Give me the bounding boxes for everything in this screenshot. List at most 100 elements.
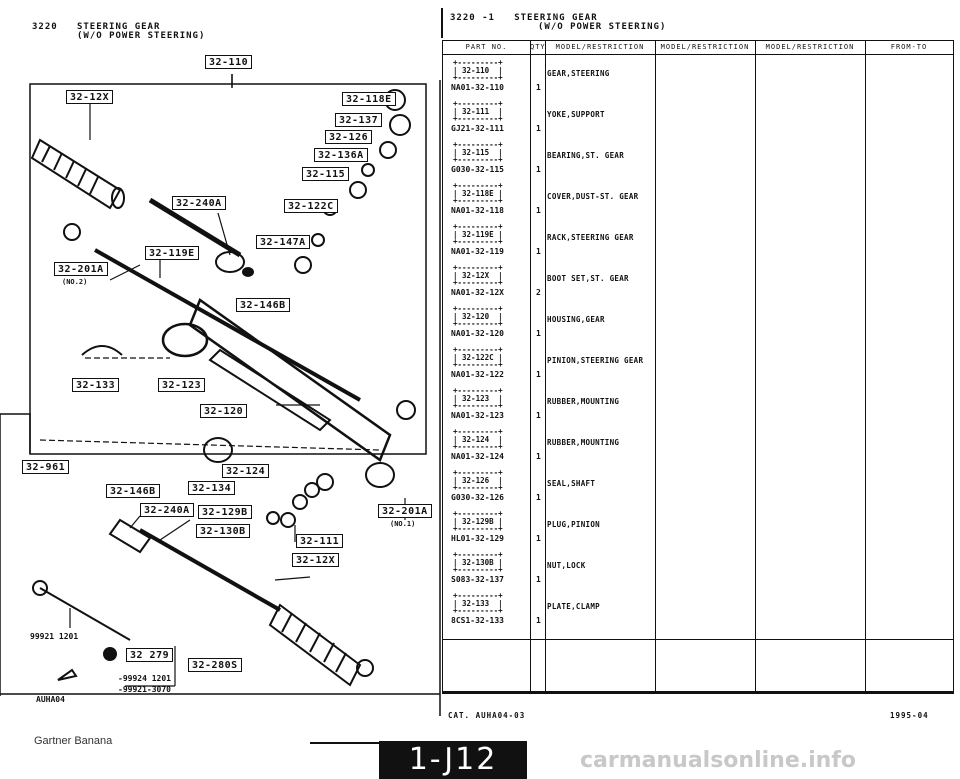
quantity: 1 [536,165,541,174]
header-qty: QTY [530,43,546,51]
callout-32-129b: 32-129B [198,505,252,519]
column-divider [530,41,531,691]
header-model-2: MODEL/RESTRICTION [660,43,750,51]
callout-32-280s: 32-280S [188,658,242,672]
ref-number-box: +---------+ | 32-119E | +---------+ [453,222,503,246]
part-number: G030-32-115 [451,165,504,174]
table-row: +---------+ | 32-118E | +---------+NA01-… [443,182,953,223]
ref-number-box: +---------+ | 32-130B | +---------+ [453,550,503,574]
table-row: +---------+ | 32-111 | +---------+GJ21-3… [443,100,953,141]
callout-32-137: 32-137 [335,113,383,127]
table-row: +---------+ | 32-122C | +---------+NA01-… [443,346,953,387]
part-number: NA01-32-123 [451,411,504,420]
note-no1: (NO.1) [390,520,416,528]
left-header: 3220 STEERING GEAR (W/O POWER STEERING) [32,23,205,41]
callout-32-133: 32-133 [72,378,120,392]
table-row: +---------+ | 32-130B | +---------+S083-… [443,551,953,592]
table-row: +---------+ | 32-119E | +---------+NA01-… [443,223,953,264]
ref-number-box: +---------+ | 32-124 | +---------+ [453,427,503,451]
quantity: 1 [536,247,541,256]
part-number: GJ21-32-111 [451,124,504,133]
quantity: 1 [536,370,541,379]
quantity: 1 [536,83,541,92]
table-row: +---------+ | 32-120 | +---------+NA01-3… [443,305,953,346]
callout-32-201a-left: 32-201A [54,262,108,276]
parts-table: PART NO. QTY MODEL/RESTRICTION MODEL/RES… [442,40,954,692]
ref-number-box: +---------+ | 32-123 | +---------+ [453,386,503,410]
table-bottom-rule [443,639,953,640]
part-description: GEAR,STEERING [547,69,610,78]
table-row: +---------+ | 32-110 | +---------+NA01-3… [443,59,953,100]
right-boot [268,603,374,687]
callout-32-147a: 32-147A [256,235,310,249]
part-number: NA01-32-119 [451,247,504,256]
header-model-1: MODEL/RESTRICTION [555,43,645,51]
page-number-badge: 1-J12 [379,741,527,779]
callout-32-110: 32-110 [205,55,253,69]
part-description: RUBBER,MOUNTING [547,438,620,447]
part-number: NA01-32-120 [451,329,504,338]
part-number: NA01-32-122 [451,370,504,379]
part-description: SEAL,SHAFT [547,479,596,488]
callout-32-136a: 32-136A [314,148,368,162]
part-description: PLUG,PINION [547,520,600,529]
callout-32-12x-right: 32-12X [292,553,340,567]
catalog-date: 1995-04 [890,711,929,720]
quantity: 1 [536,206,541,215]
note-no2: (NO.2) [62,278,88,286]
header-from-to: FROM-TO [890,43,928,51]
callout-32-122c: 32-122C [284,199,338,213]
note-99924-1201: -99924 1201 [118,674,171,683]
ref-number-box: +---------+ | 32-120 | +---------+ [453,304,503,328]
diagram-drawing [0,74,441,716]
ref-number-box: +---------+ | 32-133 | +---------+ [453,591,503,615]
right-header: 3220 -1 STEERING GEAR (W/O POWER STEERIN… [450,14,666,32]
right-header-subtitle: (W/O POWER STEERING) [538,22,667,32]
table-row: +---------+ | 32-126 | +---------+G030-3… [443,469,953,510]
callout-32-119e: 32-119E [145,246,199,260]
right-header-code: 3220 -1 [450,13,495,23]
part-number: NA01-32-12X [451,288,504,297]
part-number: 8CS1-32-133 [451,616,504,625]
footer-rule [442,692,954,694]
quantity: 1 [536,575,541,584]
quantity: 2 [536,288,541,297]
part-description: PLATE,CLAMP [547,602,600,611]
part-description: RACK,STEERING GEAR [547,233,634,242]
part-description: RUBBER,MOUNTING [547,397,620,406]
header-part-no: PART NO. [465,43,508,51]
ref-number-box: +---------+ | 32-12X | +---------+ [453,263,503,287]
callout-32-111: 32-111 [296,534,344,548]
header-divider [441,8,443,38]
part-description: NUT,LOCK [547,561,586,570]
catalog-number: CAT. AUHA04-03 [448,711,526,720]
watermark: carmanualsonline.info [580,748,856,773]
callout-32-130b: 32-130B [196,524,250,538]
callout-32-124: 32-124 [222,464,270,478]
quantity: 1 [536,411,541,420]
column-divider [545,41,546,691]
part-description: HOUSING,GEAR [547,315,605,324]
quantity: 1 [536,329,541,338]
callout-32-134: 32-134 [188,481,236,495]
ref-number-box: +---------+ | 32-126 | +---------+ [453,468,503,492]
callout-32-115: 32-115 [302,167,350,181]
part-number: NA01-32-118 [451,206,504,215]
left-boot [30,138,125,210]
brand-text: Gartner Banana [34,735,113,747]
quantity: 1 [536,124,541,133]
callout-32-240a-low: 32-240A [140,503,194,517]
part-number: HL01-32-129 [451,534,504,543]
callout-32-240a: 32-240A [172,196,226,210]
ref-number-box: +---------+ | 32-118E | +---------+ [453,181,503,205]
callout-32-12x-left: 32-12X [66,90,114,104]
ref-number-box: +---------+ | 32-111 | +---------+ [453,99,503,123]
ref-number-box: +---------+ | 32-115 | +---------+ [453,140,503,164]
header-model-3: MODEL/RESTRICTION [765,43,855,51]
table-header: PART NO. QTY MODEL/RESTRICTION MODEL/RES… [443,41,953,55]
column-divider [865,41,866,691]
callout-32-120: 32-120 [200,404,248,418]
ref-number-box: +---------+ | 32-129B | +---------+ [453,509,503,533]
table-row: +---------+ | 32-12X | +---------+NA01-3… [443,264,953,305]
part-description: BEARING,ST. GEAR [547,151,625,160]
